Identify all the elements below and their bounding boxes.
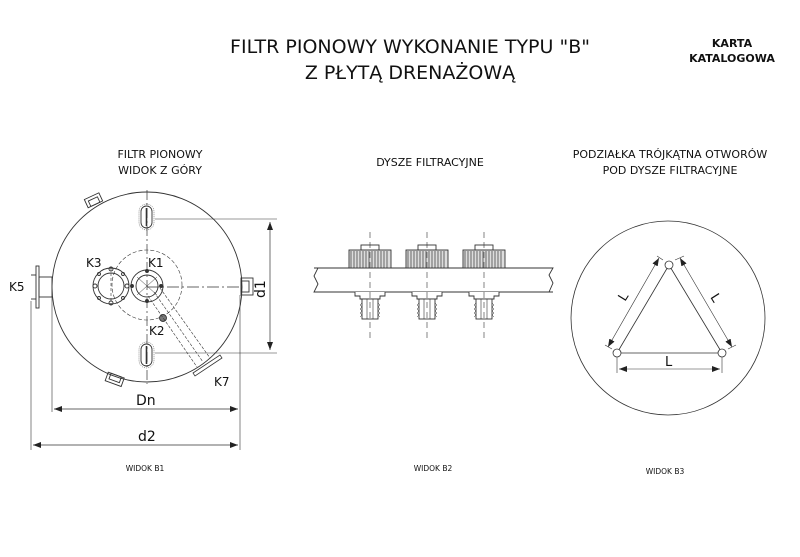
view-b1-caption: FILTR PIONOWY WIDOK Z GÓRY — [80, 147, 240, 179]
filter-nozzle — [348, 232, 392, 338]
view-b1-caption-line2: WIDOK Z GÓRY — [118, 164, 202, 177]
label-d2: d2 — [138, 429, 156, 445]
catalog-card-line1: KARTA — [711, 37, 753, 50]
k3-manhole — [92, 266, 130, 306]
label-k7: K7 — [214, 375, 230, 389]
label-k5: K5 — [9, 280, 25, 294]
label-k2: K2 — [149, 324, 165, 338]
k7-pipe — [147, 287, 211, 368]
k1-flange — [130, 269, 164, 303]
support-lug-top-left — [83, 192, 104, 209]
label-k1: K1 — [148, 256, 164, 270]
catalog-card-line2: KATALOGOWA — [689, 52, 775, 65]
drawing-title-line1: FILTR PIONOWY WYKONANIE TYPU "B" — [230, 36, 590, 58]
view-b1-footer: WIDOK B1 — [125, 464, 165, 473]
view-b2-caption: DYSZE FILTRACYJNE — [340, 155, 520, 171]
k5-flange — [31, 265, 53, 309]
label-k3: K3 — [86, 256, 102, 270]
view-b1-labels: K3 K1 K2 K5 K7 Dn d2 d1 — [9, 256, 269, 445]
drainage-plate — [313, 267, 554, 293]
view-b3-labels: L L L — [616, 289, 724, 370]
filter-nozzle — [405, 232, 449, 338]
hole-bottom-left — [612, 348, 622, 358]
drawing-title-line2: Z PŁYTĄ DRENAŻOWĄ — [304, 62, 516, 84]
view-b2-footer: WIDOK B2 — [413, 464, 453, 473]
bottom-slot-nozzle — [138, 341, 155, 369]
view-b2-drawing — [313, 232, 554, 338]
l-dimension-left — [607, 257, 660, 348]
view-b3-caption: PODZIAŁKA TRÓJKĄTNA OTWORÓW POD DYSZE FI… — [560, 147, 780, 179]
label-l-bottom: L — [665, 355, 673, 370]
view-b3-drawing — [570, 220, 766, 416]
l-dimension-right — [679, 257, 733, 348]
pitch-circle — [111, 249, 183, 321]
view-b3-caption-line2: POD DYSZE FILTRACYJNE — [602, 164, 738, 177]
hole-top — [664, 260, 674, 270]
catalog-card-label: KARTA KATALOGOWA — [676, 36, 788, 66]
hole-bottom-right — [717, 348, 727, 358]
label-d1: d1 — [253, 280, 269, 298]
label-dn: Dn — [136, 393, 156, 409]
label-l-left: L — [616, 289, 633, 304]
filter-nozzle — [462, 232, 506, 338]
view-b1-drawing — [30, 190, 277, 450]
k7-flange — [192, 354, 223, 377]
view-b3-caption-line1: PODZIAŁKA TRÓJKĄTNA OTWORÓW — [572, 148, 768, 161]
k2-port — [159, 314, 167, 322]
support-lug-right — [240, 277, 254, 296]
support-lug-bottom-left — [104, 371, 125, 388]
view-b1-caption-line1: FILTR PIONOWY — [117, 148, 203, 161]
pitch-view-outline — [570, 220, 766, 416]
view-b2-caption-line1: DYSZE FILTRACYJNE — [376, 156, 484, 169]
label-l-right: L — [707, 291, 724, 306]
top-slot-nozzle — [138, 203, 155, 231]
view-b3-footer: WIDOK B3 — [645, 467, 685, 476]
